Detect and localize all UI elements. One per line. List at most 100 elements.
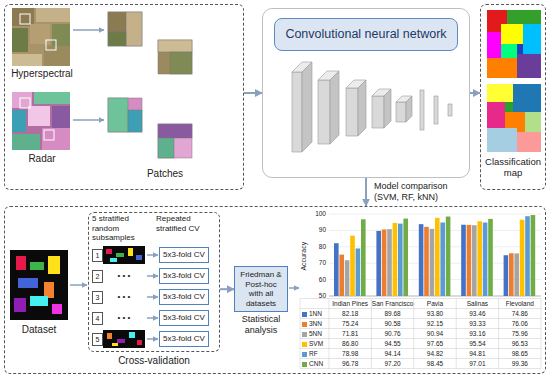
graphic-part [318, 80, 330, 144]
graphic-part [12, 92, 32, 108]
table-cell: 90.94 [414, 330, 456, 338]
table-rule [456, 299, 457, 369]
axis-title: Accuracy [300, 236, 308, 276]
graphic-part [406, 96, 412, 122]
box-label: 5x3-fold CV [163, 292, 205, 302]
bar [376, 231, 381, 296]
table-rule [300, 338, 541, 339]
callout-number: 3 [92, 291, 103, 304]
bar [382, 229, 387, 296]
graphic-part [147, 338, 158, 340]
bar [472, 225, 477, 296]
dataset-image [10, 250, 68, 320]
graphic-part [117, 339, 125, 343]
table-cell: 92.15 [414, 320, 456, 328]
graphic-part [103, 330, 145, 348]
ellipsis-dots: • • • [103, 313, 145, 323]
table-cell: 78.98 [329, 350, 371, 358]
graphic-part [30, 262, 44, 270]
graphic-part [137, 340, 142, 345]
evaluation-group: Dataset 5 stratified random subsamplesRep… [4, 206, 546, 374]
graphic-part [487, 84, 513, 102]
graphic-part [346, 88, 358, 136]
bar [488, 219, 493, 296]
table-rule [300, 308, 541, 309]
graphic-part [128, 248, 133, 256]
callout-number: 2 [92, 270, 103, 283]
bar [504, 255, 509, 296]
bar [531, 215, 536, 296]
column-header: Flevoland [499, 300, 541, 308]
graphic-part [158, 40, 192, 52]
graphic-part [158, 124, 192, 158]
graphic-part [14, 298, 26, 312]
bar [477, 221, 482, 296]
table-cell: 71.81 [329, 330, 371, 338]
bar [345, 260, 350, 296]
table-cell: 94.81 [456, 350, 498, 358]
table-rule [371, 299, 372, 369]
graphic-part [28, 106, 50, 126]
callout-number: 1 [92, 249, 103, 262]
graphic-part [158, 40, 192, 74]
bar [430, 229, 435, 296]
bar [525, 216, 530, 296]
input-group: HyperspectralRadarPatches [4, 4, 244, 190]
box-label: 5x3-fold CV [163, 250, 205, 260]
column-header: Salinas [456, 300, 498, 308]
bar [424, 227, 429, 296]
bar [509, 253, 514, 296]
cv-box: 5x3-fold CV [159, 268, 209, 284]
graphic-part [302, 62, 312, 152]
graphic-part [513, 84, 541, 112]
column-header: San Francisco [371, 300, 413, 308]
graphic-part [136, 255, 142, 260]
cnn-box: Convolutional neural network [262, 8, 470, 178]
table-cell: 75.24 [329, 320, 371, 328]
patch-arrows [73, 30, 104, 120]
legend-label: 3NN [309, 320, 322, 328]
subsample-images [103, 246, 145, 348]
box-label: 5x3-fold CV [163, 271, 205, 281]
table-rule [329, 299, 330, 369]
graphic-part [42, 128, 70, 150]
graphic-part [44, 46, 70, 66]
table-cell: 93.80 [414, 310, 456, 318]
graphic-part [372, 96, 384, 128]
graphic-part [116, 253, 124, 257]
bar [483, 223, 488, 296]
graphic-part [110, 258, 117, 262]
graphic-part [147, 275, 158, 277]
graphic-part [12, 8, 34, 26]
cv-box: 5x3-fold CV [159, 310, 209, 326]
graphic-part [12, 28, 28, 52]
graphic-part [73, 29, 104, 31]
graphic-part [517, 54, 541, 78]
legend-swatch [302, 342, 307, 347]
bar [435, 218, 440, 296]
cross-validation-region: 5 stratified random subsamplesRepeated s… [88, 212, 220, 352]
graphic-part [525, 112, 541, 132]
graphic-part [158, 124, 192, 138]
connector-arrow [244, 92, 262, 94]
table-rule [300, 328, 541, 329]
tick-label: 90 [309, 226, 326, 234]
table-cell: 94.14 [371, 350, 413, 358]
graphic-part [12, 110, 26, 132]
group-label: Dataset [6, 324, 72, 336]
graphic-part [107, 333, 112, 339]
group-label: Hyperspectral [8, 68, 76, 80]
table-rule [498, 299, 499, 369]
bar [514, 253, 519, 296]
cnn-layers [292, 62, 452, 152]
bar [403, 219, 408, 296]
legend-label: SVM [309, 340, 323, 348]
graphic-part [384, 89, 391, 128]
graphic-part [507, 10, 541, 24]
graphic-part [12, 54, 42, 66]
graphic-part [487, 58, 517, 78]
callout-number: 5 [92, 333, 103, 346]
table-rule [300, 299, 301, 369]
table-cell: 82.18 [329, 310, 371, 318]
